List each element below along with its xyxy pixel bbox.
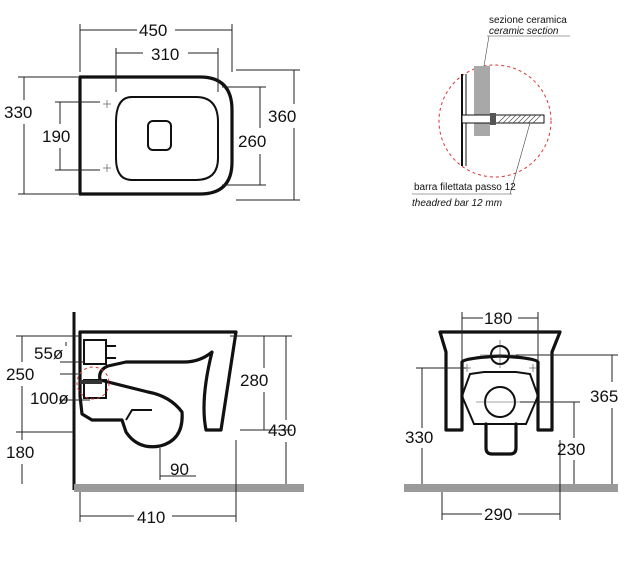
dim-250: 250: [6, 365, 34, 384]
detail-view: sezione ceramica ceramic section barra f…: [412, 15, 570, 209]
top-view: 450 310 330 190 360 260: [4, 21, 300, 201]
dim-310: 310: [151, 45, 179, 64]
label-bar-it: barra filettata passo 12: [414, 182, 516, 193]
dim-180-side: 180: [6, 443, 34, 462]
dim-190: 190: [42, 127, 70, 146]
dim-430: 430: [268, 421, 296, 440]
label-section-it: sezione ceramica: [489, 15, 567, 26]
fixing-holes: [103, 100, 111, 172]
top-view-dimension-lines: [18, 24, 300, 201]
side-detail-circle: [76, 366, 110, 400]
dim-90: 90: [170, 460, 189, 479]
front-view: 180 365 330 230 290: [404, 309, 618, 524]
dim-450: 450: [139, 21, 167, 40]
front-foot: [484, 422, 518, 456]
dim-180-front: 180: [484, 309, 512, 328]
dim-230: 230: [557, 440, 585, 459]
side-pipes: [83, 339, 116, 399]
front-floor: [404, 484, 618, 492]
dim-410: 410: [137, 508, 165, 527]
dim-55: 55ø: [34, 344, 63, 363]
side-bar: [80, 380, 102, 384]
side-dimension-lines: [16, 335, 292, 522]
front-centerlines: [463, 340, 537, 403]
label-section-en: ceramic section: [489, 26, 559, 37]
detail-leaders: [412, 35, 570, 195]
thread-hatch: [497, 114, 542, 124]
drain-square: [147, 120, 172, 151]
dim-100: 100ø: [30, 389, 69, 408]
side-body-outline: [78, 330, 238, 449]
nut: [490, 113, 496, 125]
detail-circle: [438, 64, 552, 178]
dim-290: 290: [484, 505, 512, 524]
dim-330: 330: [4, 103, 32, 122]
front-inner-bowl: [460, 371, 540, 425]
side-trap: [125, 409, 152, 421]
ceramic-section: [474, 66, 490, 136]
dim-260: 260: [238, 132, 266, 151]
dim-280: 280: [240, 371, 268, 390]
side-floor: [74, 484, 304, 492]
dim-330-front: 330: [405, 428, 433, 447]
side-view: 55ø 250 100ø 180 280 430 90 410: [6, 312, 304, 527]
label-bar-en: theadred bar 12 mm: [412, 198, 502, 209]
bowl-top-outline: [78, 75, 234, 196]
dim-365: 365: [590, 387, 618, 406]
dim-360: 360: [268, 107, 296, 126]
front-dimension-lines: [416, 312, 618, 520]
seat-opening: [115, 96, 219, 181]
